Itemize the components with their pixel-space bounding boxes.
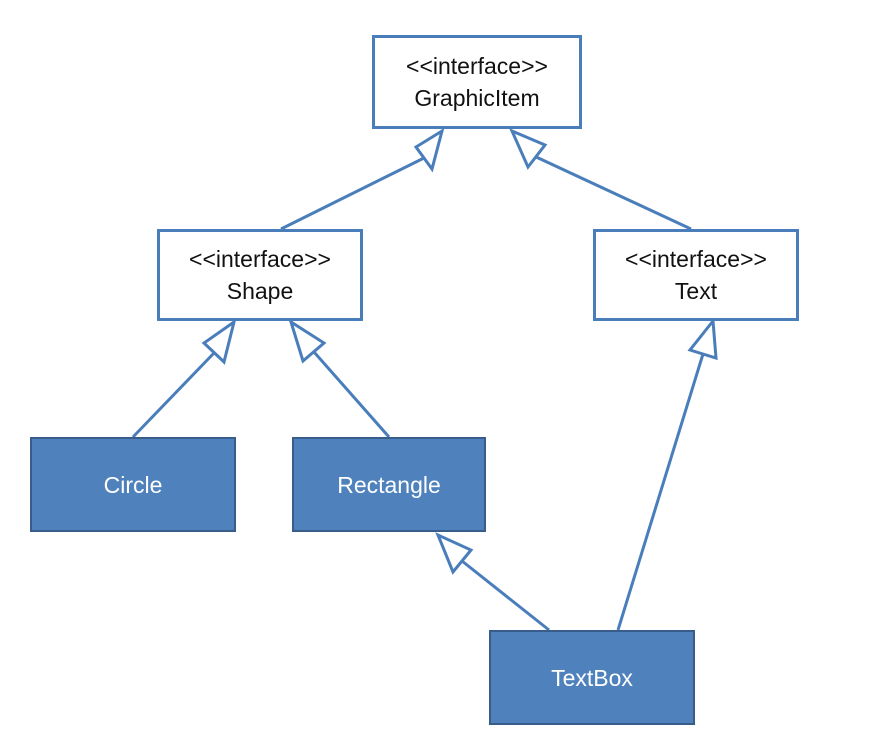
node-name: Shape	[226, 278, 294, 304]
node-name: GraphicItem	[414, 85, 540, 111]
node-name: TextBox	[551, 664, 633, 691]
interface-text: <<interface>> Text	[593, 229, 799, 321]
inheritance-arrowhead-icon	[288, 318, 327, 364]
class-rectangle: Rectangle	[292, 437, 486, 532]
inheritance-arrowhead-icon	[201, 318, 237, 365]
inheritance-arrowhead-icon	[509, 128, 548, 170]
inheritance-arrowhead-icon	[413, 127, 445, 173]
edge-shape-to-graphicitem	[280, 127, 445, 231]
inheritance-arrowhead-icon	[435, 532, 474, 575]
node-name: Rectangle	[337, 471, 441, 498]
stereotype-label: <<interface>>	[406, 53, 548, 79]
class-circle: Circle	[30, 437, 236, 532]
edge-rectangle-to-shape	[288, 318, 391, 438]
node-name: Text	[674, 278, 718, 304]
stereotype-label: <<interface>>	[189, 246, 331, 272]
interface-shape: <<interface>> Shape	[157, 229, 363, 321]
edge-textbox-to-text	[616, 317, 718, 631]
interface-graphicitem: <<interface>> GraphicItem	[372, 35, 582, 129]
node-name: Circle	[103, 471, 163, 498]
class-textbox: TextBox	[489, 630, 695, 725]
edge-text-to-graphicitem	[509, 128, 692, 231]
edge-textbox-to-rectangle	[435, 532, 550, 632]
inheritance-arrowhead-icon	[687, 317, 718, 361]
edge-circle-to-shape	[131, 318, 237, 439]
stereotype-label: <<interface>>	[625, 246, 767, 272]
